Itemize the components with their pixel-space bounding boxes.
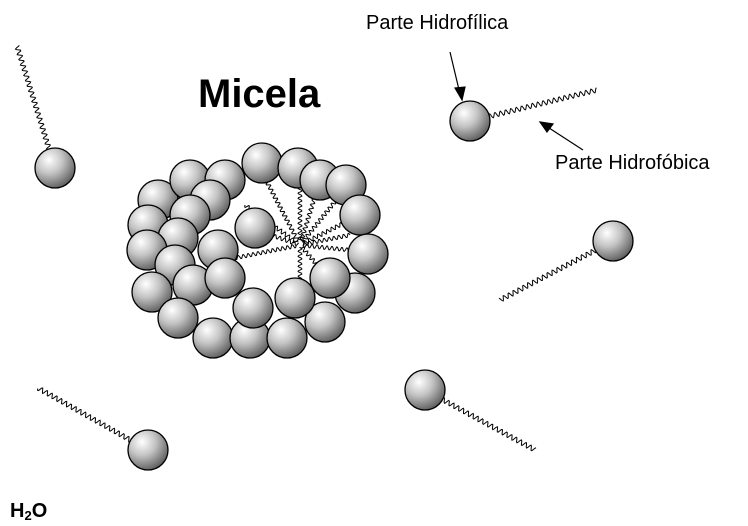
micelle-head (205, 258, 245, 298)
free-surfactant-head (405, 370, 445, 410)
hydrophilic-arrowhead (455, 87, 465, 100)
micelle-spheres (35, 101, 633, 470)
hydrophobic-arrow (546, 126, 583, 150)
micelle-head (193, 318, 233, 358)
micelle-head (242, 143, 282, 183)
free-surfactant-head (450, 101, 490, 141)
hydrophilic-label: Parte Hidrofílica (366, 12, 508, 35)
free-surfactant-head (128, 430, 168, 470)
micelle-head (310, 258, 350, 298)
free-surfactant-head (593, 221, 633, 261)
water-label: H2O (10, 500, 47, 523)
micelle-head (158, 298, 198, 338)
micelle-head (275, 278, 315, 318)
micelle-head (348, 234, 388, 274)
micelle-head (340, 195, 380, 235)
free-surfactant-head (35, 148, 75, 188)
hydrophobic-label: Parte Hidrofóbica (555, 152, 710, 175)
diagram-title: Micela (198, 72, 320, 117)
micelle-head (267, 318, 307, 358)
micelle-head (233, 288, 273, 328)
micelle-head (235, 208, 275, 248)
hydrophobic-arrowhead (540, 122, 553, 132)
